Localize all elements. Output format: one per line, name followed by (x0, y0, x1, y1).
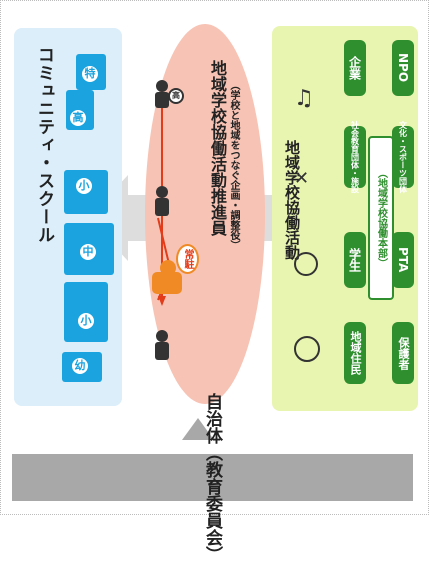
up-arrow (182, 418, 214, 440)
globe-icon (294, 252, 318, 276)
org-culture-sports: 文化・スポーツ団体 (392, 121, 414, 193)
person-bottom (155, 330, 169, 360)
person-coordinator (152, 260, 182, 294)
person-middle (155, 186, 169, 216)
coordinator-network (152, 80, 182, 360)
coordinator-title: 地域学校協働活動推進員 (208, 60, 227, 236)
org-companies: 企業 (344, 40, 366, 96)
school-label-kindergarten: 幼 (70, 356, 90, 376)
person-top (155, 80, 169, 108)
org-social-education: 社会教育団体・施設 (344, 121, 366, 193)
org-residents: 地域住民 (344, 322, 366, 384)
municipality-label: 自治体（教育委員会） (202, 392, 222, 563)
school-label-elementary-2: 小 (74, 176, 94, 196)
org-npo: NPO (392, 40, 414, 96)
school-label-special: 特 (80, 64, 100, 84)
org-guardians: 保護者 (392, 322, 414, 384)
coordinator-subtitle: （学校と地域をつなぐ企画・調整役） (228, 80, 239, 250)
org-headquarters: （地域学校協働本部） (368, 136, 394, 300)
municipality-bar: 自治体（教育委員会） (12, 393, 413, 563)
music-icon: ♫ (294, 86, 314, 111)
org-pta: PTA (392, 232, 414, 288)
org-students: 学生 (344, 232, 366, 288)
person-top-badge: 高 (168, 88, 184, 104)
community-school-panel: コミュニティ・スクール 幼 小 中 小 高 特 (14, 28, 122, 406)
school-label-high: 高 (68, 108, 88, 128)
reading-icon (294, 336, 320, 362)
community-school-title: コミュニティ・スクール (34, 46, 54, 244)
school-label-elementary-1: 小 (76, 311, 96, 331)
school-label-junior-high: 中 (78, 242, 98, 262)
resident-badge: 常駐 (176, 244, 199, 274)
community-activity-panel: 地域学校協働活動 地域住民 学生 社会教育団体・施設 企業 （地域学校協働本部）… (272, 26, 418, 411)
community-activity-title: 地域学校協働活動 (283, 140, 301, 260)
running-icon: ✕ (294, 168, 310, 189)
